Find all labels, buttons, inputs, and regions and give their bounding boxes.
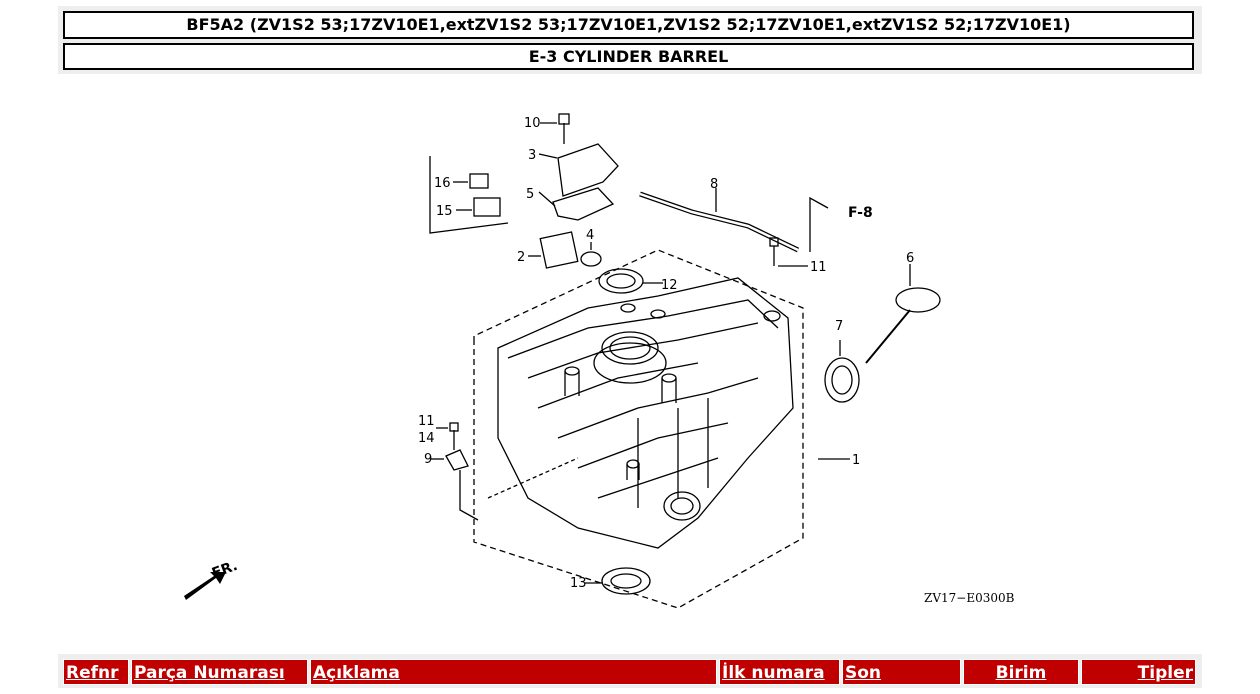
callout-15: 15 bbox=[436, 204, 453, 219]
callout-16: 16 bbox=[434, 176, 451, 191]
callout-labels: 10 3 16 5 15 8 F-8 4 2 6 11 12 7 11 14 9… bbox=[210, 116, 1015, 605]
column-header-refnr[interactable]: Refnr bbox=[63, 659, 129, 685]
column-header-last[interactable]: Son bbox=[842, 659, 961, 685]
callout-2: 2 bbox=[517, 250, 525, 265]
model-title: BF5A2 (ZV1S2 53;17ZV10E1,extZV1S2 53;17Z… bbox=[63, 11, 1194, 39]
column-header-first-number[interactable]: İlk numara bbox=[719, 659, 840, 685]
column-header-unit[interactable]: Birim bbox=[963, 659, 1079, 685]
front-arrow-icon bbox=[184, 572, 226, 600]
callout-5: 5 bbox=[526, 187, 534, 202]
column-header-description[interactable]: Açıklama bbox=[310, 659, 717, 685]
drawing-code: ZV17−E0300B bbox=[924, 591, 1015, 605]
callout-11-top: 11 bbox=[810, 260, 827, 275]
column-header-types[interactable]: Tipler bbox=[1081, 659, 1196, 685]
callout-11-left: 11 bbox=[418, 414, 435, 429]
callout-3: 3 bbox=[528, 148, 536, 163]
callout-14: 14 bbox=[418, 431, 435, 446]
callout-13: 13 bbox=[570, 576, 587, 591]
callout-1: 1 bbox=[852, 453, 860, 468]
front-label: FR. bbox=[210, 558, 240, 582]
callout-6: 6 bbox=[906, 251, 914, 266]
callout-12: 12 bbox=[661, 278, 678, 293]
parts-diagram: 10 3 16 5 15 8 F-8 4 2 6 11 12 7 11 14 9… bbox=[58, 78, 1202, 650]
section-title: E-3 CYLINDER BARREL bbox=[63, 43, 1194, 70]
column-header-part-number[interactable]: Parça Numarası bbox=[131, 659, 308, 685]
exploded-view-drawing: 10 3 16 5 15 8 F-8 4 2 6 11 12 7 11 14 9… bbox=[184, 113, 1015, 609]
callout-7: 7 bbox=[835, 319, 843, 334]
callout-8: 8 bbox=[710, 177, 718, 192]
callout-f8: F-8 bbox=[848, 205, 873, 221]
callout-9: 9 bbox=[424, 452, 432, 467]
callout-10: 10 bbox=[524, 116, 541, 131]
callout-4: 4 bbox=[586, 228, 594, 243]
